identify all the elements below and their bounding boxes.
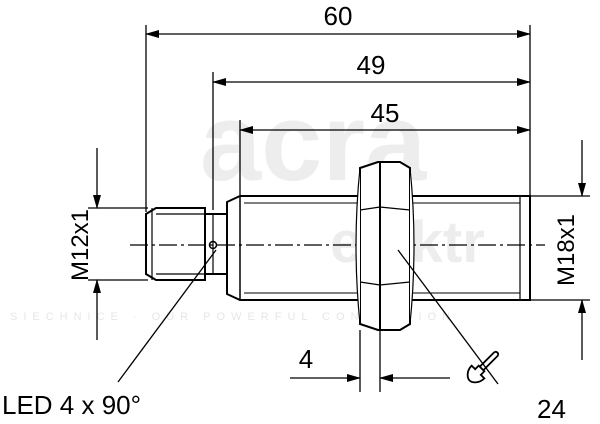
wrench-icon <box>466 350 500 384</box>
watermark: acra elektr SIECHNICE · OUR POWERFUL CON… <box>10 81 485 323</box>
dimension-label-49: 49 <box>357 50 386 80</box>
led-label: LED 4 x 90° <box>2 390 141 420</box>
dimension-label-4: 4 <box>299 344 313 374</box>
dimension-label-45: 45 <box>371 98 400 128</box>
connector-plug <box>145 207 228 281</box>
dimension-label-m18: M18x1 <box>553 214 580 286</box>
dimension-label-60: 60 <box>324 1 353 31</box>
led-leader-line <box>117 249 217 383</box>
hex-nut-right <box>379 161 415 331</box>
wrench-size-label: 24 <box>537 394 566 424</box>
watermark-tagline: SIECHNICE · OUR POWERFUL CONNECTION <box>10 311 456 323</box>
dimension-label-m12: M12x1 <box>67 209 94 281</box>
wrench-leader-line <box>397 249 499 385</box>
hex-nut-left <box>355 161 381 331</box>
led-window <box>208 240 218 250</box>
